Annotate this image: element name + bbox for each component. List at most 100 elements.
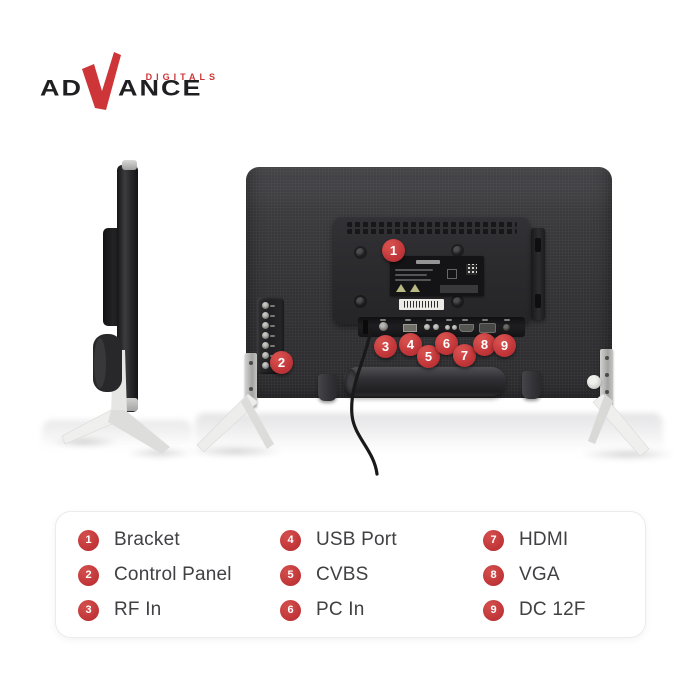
cylinder-clip-right [522,371,541,399]
screw-icon [249,361,253,365]
control-button-icon [262,322,276,329]
port-label-mark [504,319,510,321]
legend-item-usb-port: 4 USB Port [280,529,483,551]
cable-hole [587,375,601,389]
callout-4-usb-port: 4 [399,333,422,356]
screw-icon [604,373,609,377]
port-label-mark [482,319,488,321]
screw-icon [249,387,253,391]
side-tv-bottom-cap [124,398,138,411]
callout-1-bracket: 1 [382,239,405,262]
legend-number-badge: 1 [78,529,99,551]
screw-icon [356,297,365,306]
legend-item-control-panel: 2 Control Panel [78,564,280,586]
legend-label: DC 12F [519,599,586,620]
stand-mount-plate-left [245,353,257,407]
brand-wordmark: AD ANCE [40,44,203,110]
brand-text-right: ANCE [118,75,203,101]
qr-code-icon [466,264,477,275]
legend-item-dc-12f: 9 DC 12F [483,599,645,621]
legend-column-3: 7 HDMI 8 VGA 9 DC 12F [483,529,645,637]
screw-icon [453,297,462,306]
spec-label-sticker [390,256,484,296]
bottom-speaker-bar [343,367,506,396]
cvbs-port [433,324,439,330]
brand-subtitle: DIGITALS [145,72,219,82]
legend-label: HDMI [519,529,569,550]
legend-number-badge: 3 [78,599,99,621]
legend-label: PC In [316,599,365,620]
sticker-text-line [395,274,427,276]
sticker-text-line [395,279,431,281]
stand-mount-plate-right [600,349,613,406]
callout-6-pc-in: 6 [435,332,458,355]
legend-number-badge: 7 [483,529,504,551]
control-button-icon [262,312,276,319]
vent-grille [347,229,517,234]
legend-label: RF In [114,599,162,620]
legend-number-badge: 9 [483,599,504,621]
legend-label: USB Port [316,529,397,550]
rf-in-port [379,322,388,331]
legend-column-1: 1 Bracket 2 Control Panel 3 RF In [78,529,280,637]
barcode-sticker [399,299,444,310]
cvbs-port [424,324,430,330]
legend-item-hdmi: 7 HDMI [483,529,645,551]
port-label-mark [426,319,432,321]
callout-7-hdmi: 7 [453,344,476,367]
control-button-icon [262,342,276,349]
foot-shadow [48,437,120,447]
logo-v-check-icon [82,52,121,110]
screw-icon [604,390,609,394]
speaker-pod-cap [94,338,106,388]
callout-8-vga: 8 [473,333,496,356]
port-strip [358,317,525,337]
sticker-text-line [395,269,433,271]
port-label-mark [380,319,386,321]
screw-icon [604,356,609,360]
vent-grille [347,222,517,227]
power-cable-plug [363,320,368,334]
cylinder-clip-left [318,374,337,401]
warning-triangle-icon [410,284,420,292]
port-label-mark [462,319,468,321]
port-label-mark [405,319,411,321]
legend-label: Control Panel [114,564,232,585]
screw-icon [453,246,462,255]
vga-port [479,323,496,333]
callout-5-cvbs: 5 [417,345,440,368]
brand-text-left: AD [40,75,83,101]
sticker-logo-mark [416,260,440,264]
port-label-mark [446,319,452,321]
legend-column-2: 4 USB Port 5 CVBS 6 PC In [280,529,483,637]
warning-triangle-icon [396,284,406,292]
legend-card: 1 Bracket 2 Control Panel 3 RF In 4 USB … [55,511,646,638]
sticker-dark-bar [440,285,478,293]
mount-bracket-rail [531,228,545,320]
legend-item-vga: 8 VGA [483,564,645,586]
callout-9-dc: 9 [493,334,516,357]
legend-number-badge: 4 [280,529,301,551]
legend-number-badge: 5 [280,564,301,586]
side-tv-panel [117,165,138,412]
legend-item-pc-in: 6 PC In [280,599,483,621]
legend-label: CVBS [316,564,369,585]
callout-3-rf-in: 3 [374,335,397,358]
callout-2-control-panel: 2 [270,351,293,374]
sticker-cert-mark [447,269,457,279]
legend-label: VGA [519,564,560,585]
foot-shadow [578,449,678,460]
legend-number-badge: 6 [280,599,301,621]
side-tv-top-cap [122,160,137,170]
legend-item-rf-in: 3 RF In [78,599,280,621]
legend-item-cvbs: 5 CVBS [280,564,483,586]
legend-label: Bracket [114,529,180,550]
control-button-icon [262,302,276,309]
hdmi-port [459,324,474,332]
side-tv-rear-housing [103,228,120,326]
usb-port [403,324,417,332]
legend-number-badge: 2 [78,564,99,586]
foot-shadow [185,446,285,457]
control-button-icon [262,332,276,339]
